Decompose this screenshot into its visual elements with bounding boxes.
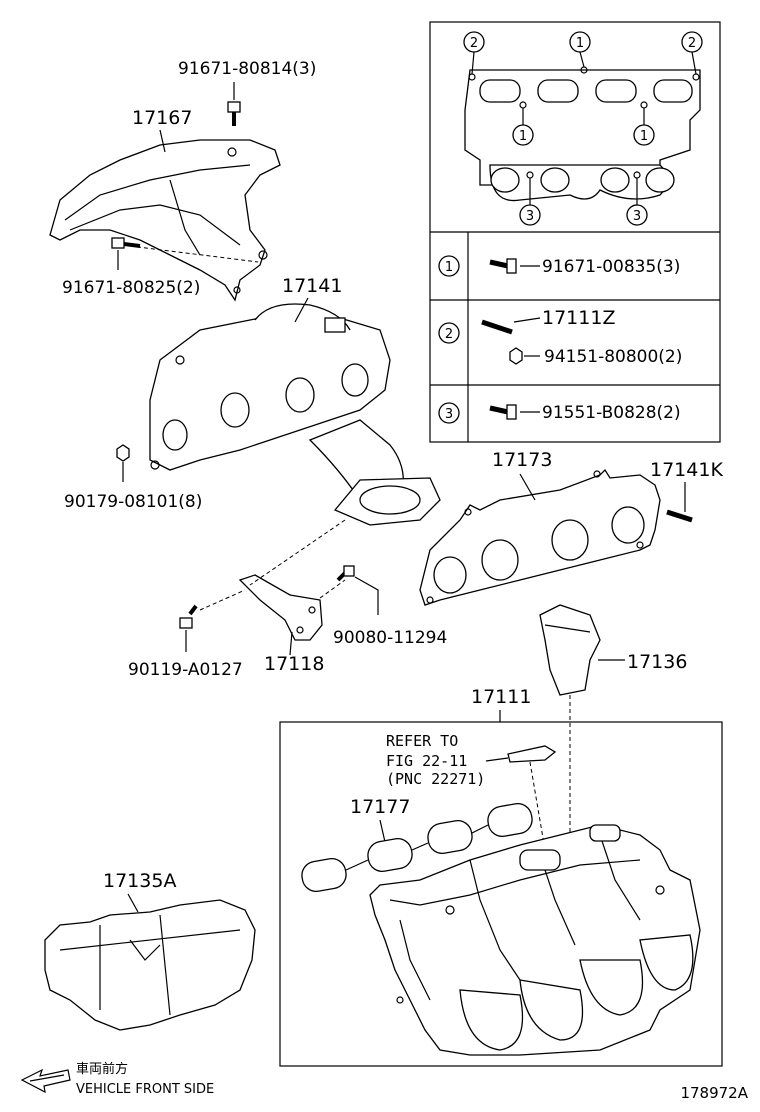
svg-text:2: 2 [470,36,478,51]
figure-id: 178972A [680,1084,748,1102]
nut-90179-08101 [116,444,130,462]
svg-text:1: 1 [519,129,527,144]
label-90119-A0127: 90119-A0127 [128,660,243,680]
label-91671-80814: 91671-80814(3) [178,59,316,79]
svg-text:1: 1 [445,260,453,275]
inset-callout-1-right: 1 [633,108,655,146]
refer-line-1: REFER TO [386,732,458,750]
label-91671-80825: 91671-80825(2) [62,278,200,298]
insulator-17136 [539,604,601,696]
stud-icon [481,319,513,335]
svg-text:3: 3 [445,407,453,422]
vehicle-front-arrow-icon [20,1068,71,1094]
label-17111: 17111 [471,686,531,708]
intake-manifold-17111 [369,824,701,1056]
svg-text:94151-80800(2): 94151-80800(2) [544,347,682,367]
nut-icon [509,347,523,365]
refer-line-2: FIG 22-11 [386,752,467,770]
label-17173: 17173 [492,449,552,471]
legend-row-1: 1 91671-00835(3) [438,255,680,277]
svg-text:3: 3 [526,209,534,224]
label-90179-08101: 90179-08101(8) [64,492,202,512]
label-17141: 17141 [282,275,342,297]
heat-insulator-17167 [49,139,281,302]
inset-callout-3-right: 3 [626,178,648,226]
bolt-91671-80825 [111,237,141,249]
gasket-ref-22271 [507,745,557,763]
engine-cover-17135A [44,899,256,1031]
front-label-en: VEHICLE FRONT SIDE [76,1082,214,1097]
label-17118: 17118 [264,653,324,675]
label-17135A: 17135A [103,870,176,892]
bolt-90119-A0127 [179,604,198,629]
exhaust-manifold-17141 [149,303,441,526]
stud-17141K [666,509,693,523]
label-17141K: 17141K [650,459,723,481]
inset-callout-3-left: 3 [519,178,541,226]
label-17167: 17167 [132,107,192,129]
svg-text:2: 2 [688,36,696,51]
svg-text:3: 3 [633,209,641,224]
inset-callout-1-top: 1 [569,31,591,68]
manifold-stay-17118 [238,574,323,641]
bolt-legend-inset: 2 1 2 1 1 3 3 [429,21,721,443]
bolt-90080-11294 [336,565,355,582]
inset-manifold-view [464,66,701,202]
legend-row-3: 3 91551-B0828(2) [438,402,681,424]
svg-text:1: 1 [640,129,648,144]
legend-row-2: 2 17111Z 94151-80800(2) [438,307,682,367]
bolt-icon [489,258,517,274]
svg-text:2: 2 [445,327,453,342]
intake-manifold-frame [279,721,723,1067]
svg-text:91551-B0828(2): 91551-B0828(2) [542,403,681,423]
svg-text:1: 1 [576,36,584,51]
gasket-17173 [419,468,661,606]
inset-callout-2-left: 2 [463,31,485,75]
label-17136: 17136 [627,651,687,673]
svg-text:91671-00835(3): 91671-00835(3) [542,257,680,277]
inset-callout-2-right: 2 [681,31,703,75]
svg-text:17111Z: 17111Z [542,307,615,329]
bolt-icon [489,404,517,420]
refer-line-3: (PNC 22271) [386,770,485,788]
gasket-set-17177 [301,802,533,893]
front-label-jp: 車両前方 [76,1061,128,1077]
label-90080-11294: 90080-11294 [333,628,447,648]
label-17177: 17177 [350,796,410,818]
bolt-91671-80814 [227,82,241,126]
inset-callout-1-left: 1 [512,108,534,146]
